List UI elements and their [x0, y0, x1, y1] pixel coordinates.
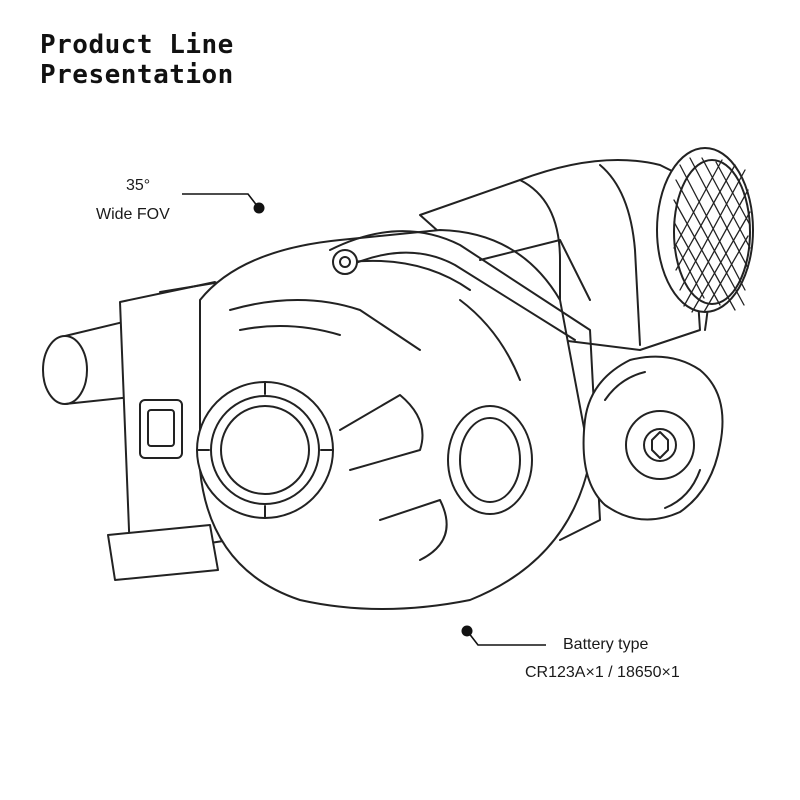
battery-type-label: Battery type: [563, 636, 649, 653]
page-title: Product Line Presentation: [40, 30, 234, 90]
fov-callout-dot: [253, 202, 265, 214]
fov-angle-label: 35°: [126, 177, 151, 194]
battery-spec-label: CR123A×1 / 18650×1: [525, 664, 680, 681]
battery-leader-line: [467, 631, 546, 646]
fov-description-label: Wide FOV: [96, 206, 170, 223]
top-strap: [329, 230, 601, 541]
battery-callout-dot: [461, 625, 473, 637]
title-line-2: Presentation: [40, 60, 234, 90]
adjustment-knob: [582, 355, 724, 521]
objective-lens: [196, 381, 334, 519]
fov-leader-line: [182, 193, 259, 208]
title-line-1: Product Line: [40, 30, 234, 60]
secondary-window: [447, 405, 533, 515]
knurled-ring: [656, 147, 754, 313]
